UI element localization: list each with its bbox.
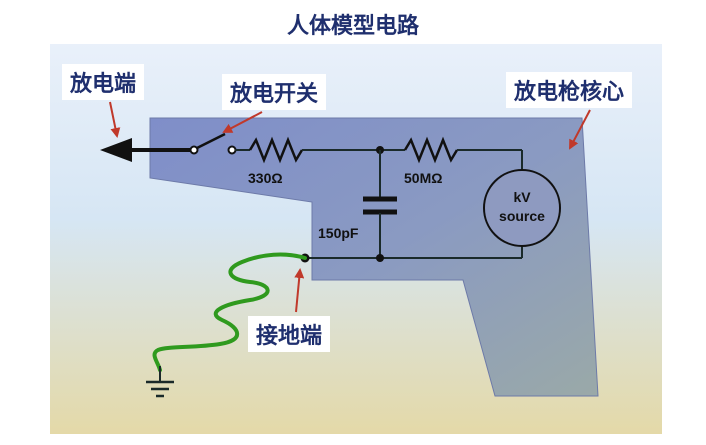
kv-source-label-line2: source (499, 208, 545, 224)
callout-arrow-switch (222, 111, 263, 133)
label-discharge-switch: 放电开关 (222, 74, 327, 110)
label-ground-end: 接地端 (248, 316, 331, 352)
switch-contact-right (227, 145, 237, 155)
kv-source-label-line1: kV (513, 189, 531, 205)
switch-blade (196, 132, 226, 150)
resistor-330-symbol (248, 136, 304, 164)
kv-source-circle (483, 169, 561, 247)
resistor-50m-symbol (403, 136, 459, 164)
label-discharge-end: 放电端 (62, 64, 145, 100)
callout-arrow-gun-core (569, 109, 591, 150)
callout-arrow-ground-end (294, 268, 305, 313)
resistor-50m-label: 50MΩ (404, 170, 442, 186)
resistor-330-label: 330Ω (248, 170, 283, 186)
callout-arrow-discharge-end (109, 101, 121, 138)
bottom-junction (376, 254, 384, 262)
capacitor-label: 150pF (318, 225, 359, 241)
ground-wire (152, 252, 307, 372)
diagram-title: 人体模型电路 (286, 13, 419, 39)
label-gun-core: 放电枪核心 (506, 72, 633, 108)
discharge-tip-arrowhead (100, 138, 132, 162)
switch-contact-left (189, 145, 199, 155)
